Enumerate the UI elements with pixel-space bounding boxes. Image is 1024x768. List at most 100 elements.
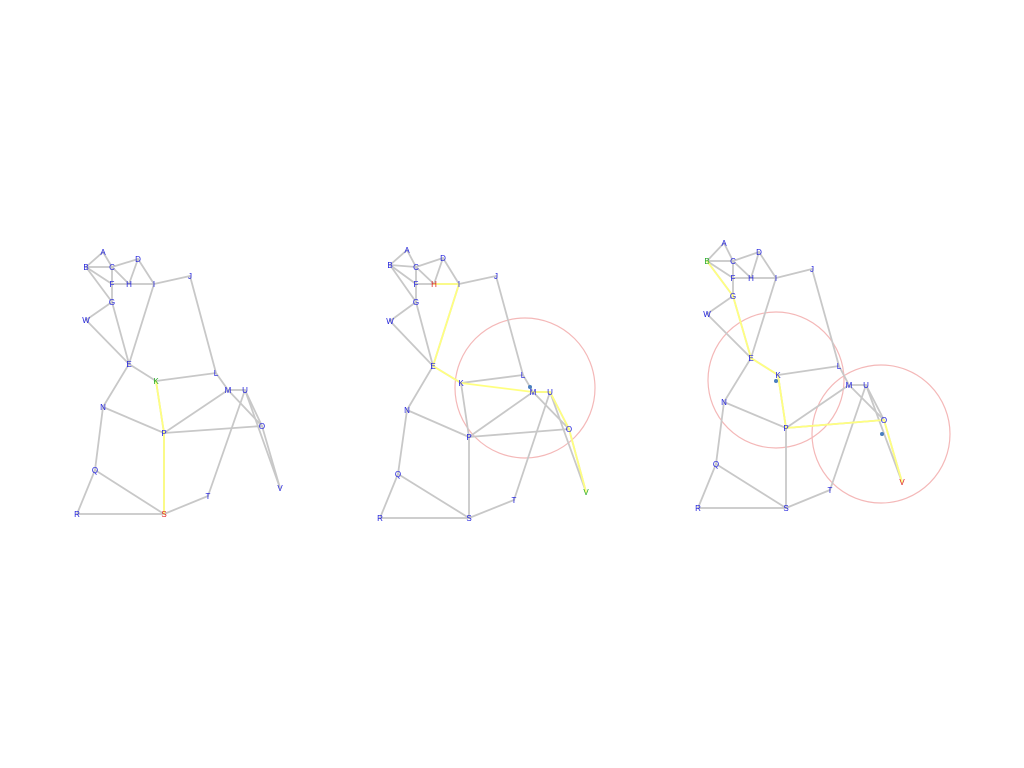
path-edge-V-O xyxy=(568,428,587,493)
node-label-b: B xyxy=(83,263,88,272)
edge-N-P xyxy=(102,406,165,434)
edge-A-C xyxy=(102,251,113,268)
edge-Q-S xyxy=(397,473,470,519)
edge-J-L xyxy=(811,268,840,367)
node-label-c: C xyxy=(413,263,419,272)
edge-D-I xyxy=(137,258,155,285)
edge-Q-S xyxy=(94,469,165,515)
edge-N-Q xyxy=(94,406,104,471)
node-label-s: S xyxy=(161,510,166,519)
node-label-d: D xyxy=(135,255,141,264)
edge-U-T xyxy=(513,391,551,501)
node-label-u: U xyxy=(863,381,869,390)
edge-D-H xyxy=(433,257,444,285)
node-label-a: A xyxy=(721,239,727,248)
node-label-e: E xyxy=(748,354,753,363)
edge-O-V xyxy=(261,425,281,489)
node-label-j: J xyxy=(810,265,814,274)
path-edge-K-P xyxy=(777,374,787,429)
edge-N-Q xyxy=(397,409,408,475)
node-label-o: O xyxy=(566,425,572,434)
edge-W-E xyxy=(389,320,434,367)
node-label-e: E xyxy=(126,360,131,369)
edge-I-J xyxy=(458,275,497,285)
node-label-m: M xyxy=(225,386,232,395)
edge-S-T xyxy=(163,495,209,515)
node-label-v: V xyxy=(277,484,283,493)
edge-N-P xyxy=(406,409,470,438)
node-label-h: H xyxy=(126,280,132,289)
node-label-m: M xyxy=(530,388,537,397)
edge-I-J xyxy=(153,275,191,285)
edge-W-E xyxy=(85,319,130,365)
edge-U-V xyxy=(549,391,587,493)
edge-S-T xyxy=(468,499,515,519)
edge-M-O xyxy=(532,391,570,430)
edge-B-G xyxy=(85,266,113,303)
node-label-e: E xyxy=(430,362,435,371)
edge-C-H xyxy=(111,266,130,285)
node-label-g: G xyxy=(109,298,115,307)
node-label-k: K xyxy=(775,371,781,380)
node-label-f: F xyxy=(414,280,419,289)
node-label-p: P xyxy=(466,433,471,442)
node-label-i: I xyxy=(458,280,460,289)
edge-M-O xyxy=(227,389,263,427)
edge-E-N xyxy=(723,357,752,403)
edge-J-L xyxy=(189,275,217,374)
edge-E-N xyxy=(406,365,434,411)
edge-D-H xyxy=(750,251,760,279)
edge-J-L xyxy=(495,275,524,376)
edge-A-B xyxy=(389,249,408,266)
node-label-a: A xyxy=(404,246,410,255)
node-label-r: R xyxy=(74,510,80,519)
node-label-j: J xyxy=(188,272,192,281)
node-label-s: S xyxy=(466,514,471,523)
edge-N-Q xyxy=(715,401,725,465)
node-label-n: N xyxy=(100,403,106,412)
node-label-w: W xyxy=(386,317,394,326)
edge-Q-R xyxy=(697,463,717,509)
node-label-l: L xyxy=(837,362,842,371)
node-label-b: B xyxy=(387,261,392,270)
node-label-c: C xyxy=(730,257,736,266)
node-label-w: W xyxy=(703,310,711,319)
circle-center-marker xyxy=(528,385,532,389)
edge-D-H xyxy=(128,258,139,285)
edge-C-D xyxy=(111,258,139,268)
node-label-g: G xyxy=(413,298,419,307)
node-label-b: B xyxy=(704,257,709,266)
edge-Q-R xyxy=(379,473,399,519)
node-label-l: L xyxy=(521,371,526,380)
edge-L-M xyxy=(838,365,850,386)
node-label-p: P xyxy=(161,429,166,438)
edge-S-T xyxy=(785,489,831,509)
edge-M-P xyxy=(468,391,534,438)
node-label-u: U xyxy=(547,388,553,397)
path-edge-E-K xyxy=(750,357,779,376)
path-edge-O-U xyxy=(549,391,570,430)
edge-E-K xyxy=(128,363,157,382)
edge-B-F xyxy=(85,266,113,285)
edge-B-F xyxy=(389,264,417,285)
node-label-p: P xyxy=(783,424,788,433)
edge-C-D xyxy=(415,257,444,268)
circle-center-marker xyxy=(774,379,778,383)
edge-D-I xyxy=(442,257,460,285)
node-label-c: C xyxy=(109,263,115,272)
search-radius-circle xyxy=(811,364,951,504)
node-label-q: Q xyxy=(395,470,401,479)
node-label-r: R xyxy=(377,514,383,523)
edge-B-G xyxy=(389,264,417,303)
node-label-g: G xyxy=(730,292,736,301)
edge-N-P xyxy=(723,401,787,429)
edge-B-C xyxy=(389,264,417,268)
node-label-k: K xyxy=(458,379,464,388)
node-label-i: I xyxy=(153,280,155,289)
edge-O-P xyxy=(468,428,570,438)
edge-K-L xyxy=(155,372,217,382)
edge-G-E xyxy=(415,301,434,367)
